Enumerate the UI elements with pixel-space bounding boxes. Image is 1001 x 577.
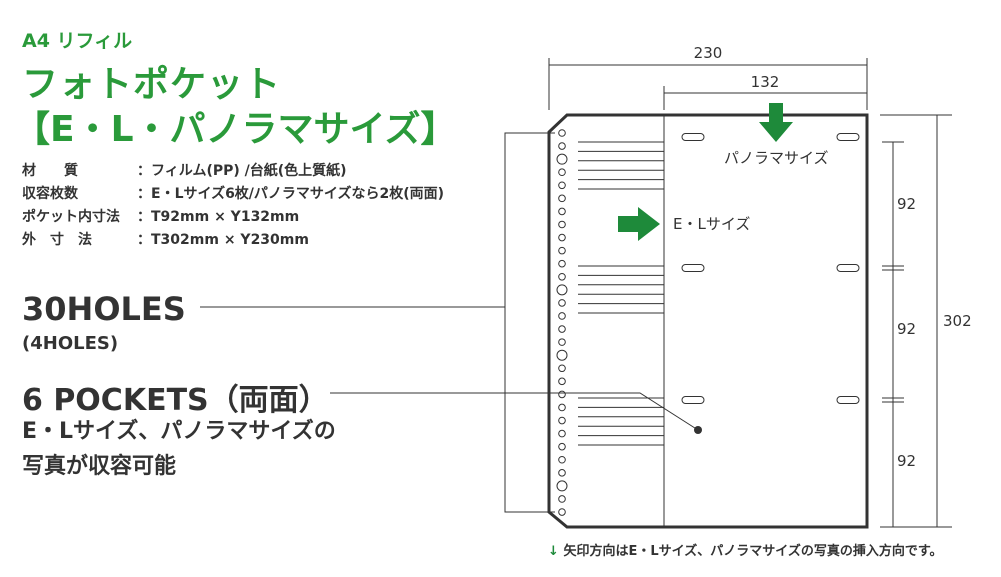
binder-hole (556, 349, 568, 361)
pocket-slot (836, 396, 860, 404)
spec-key: 収容枚数 (22, 186, 78, 202)
pocket-slot (681, 396, 705, 404)
binder-hole (558, 233, 566, 242)
spec-pocket-size: ポケット内寸法 ：T92mm × Y132mm (22, 206, 299, 226)
spec-capacity: 収容枚数 ：E・Lサイズ6枚/パノラマサイズなら2枚(両面) (22, 183, 444, 203)
binder-hole (558, 338, 566, 346)
binder-holes (556, 129, 568, 516)
spec-value: ：T92mm × Y132mm (137, 209, 300, 225)
dim-width-label: 230 (694, 44, 723, 62)
spec-key: ポケット内寸法 (22, 209, 120, 225)
spec-key: 外 寸 法 (22, 232, 92, 248)
pocket-dot (694, 426, 702, 434)
binder-hole (558, 220, 566, 229)
spec-value: ：フィルム(PP) /台紙(色上質紙) (137, 163, 347, 179)
binder-hole (558, 495, 566, 503)
dim-pocket-height-label: 92 (897, 452, 916, 470)
binder-hole (558, 429, 566, 438)
binder-hole (558, 181, 566, 190)
binder-hole (558, 207, 566, 216)
pocket-slots (681, 133, 860, 404)
binder-hole (558, 129, 566, 137)
binder-hole (558, 168, 566, 177)
binder-hole (558, 325, 566, 333)
title-sizes: 【E・L・パノラマサイズ】 (14, 109, 457, 150)
binder-hole (558, 364, 566, 373)
binder-hole (558, 377, 566, 386)
dim-height-label: 302 (943, 312, 972, 330)
pocket-slot (836, 133, 860, 141)
right-arrow-icon (618, 207, 660, 241)
holes-label: 30HOLES (22, 290, 186, 328)
spec-material: 材 質 ：フィルム(PP) /台紙(色上質紙) (22, 160, 347, 180)
binder-hole (556, 480, 568, 492)
insertion-note: ↓ 矢印方向はE・Lサイズ、パノラマサイズの写真の挿入方向です。 (548, 540, 943, 559)
binder-hole (558, 455, 566, 464)
binder-hole (556, 284, 568, 296)
subtitle: A4 リフィル (22, 30, 133, 52)
pockets-label: 6 POCKETS（両面） (22, 383, 329, 418)
binder-hole (558, 469, 566, 477)
down-arrow-icon: ↓ (548, 544, 559, 559)
binder-hole (558, 142, 566, 150)
pocket-slot (836, 264, 860, 272)
binder-hole (558, 390, 566, 399)
pockets-description-2: 写真が収容可能 (22, 454, 177, 479)
dim-pocket-height-label: 92 (897, 195, 916, 213)
binder-hole (558, 416, 566, 425)
pocket-slot (681, 264, 705, 272)
spec-value: ：E・Lサイズ6枚/パノラマサイズなら2枚(両面) (137, 186, 445, 202)
title: フォトポケット (22, 64, 282, 105)
page-outline (547, 113, 869, 529)
spec-value: ：T302mm × Y230mm (137, 232, 309, 248)
binder-hole (558, 194, 566, 203)
binder-hole (558, 299, 566, 307)
el-label: E・Lサイズ (673, 215, 750, 233)
binder-hole (558, 442, 566, 451)
dim-pocket-width-label: 132 (751, 73, 780, 91)
holes-bracket (504, 132, 555, 513)
pockets-description: E・Lサイズ、パノラマサイズの (22, 419, 336, 444)
pockets-leader (330, 392, 699, 431)
binder-hole (558, 508, 566, 516)
holes-sub-label: (4HOLES) (22, 333, 119, 354)
binder-hole (556, 153, 568, 165)
dim-pocket-height-label: 92 (897, 320, 916, 338)
binder-hole (558, 272, 566, 281)
binder-hole (558, 312, 566, 320)
spec-outer-size: 外 寸 法 ：T302mm × Y230mm (22, 229, 309, 249)
panorama-label: パノラマサイズ (724, 149, 829, 167)
binder-hole (558, 403, 566, 412)
note-text: 矢印方向はE・Lサイズ、パノラマサイズの写真の挿入方向です。 (563, 544, 943, 559)
binder-hole (558, 246, 566, 255)
binder-hole (558, 259, 566, 268)
pocket-lines (578, 141, 664, 446)
pocket-slot (681, 133, 705, 141)
down-arrow-icon (759, 103, 793, 142)
spec-key: 材 質 (22, 163, 78, 179)
